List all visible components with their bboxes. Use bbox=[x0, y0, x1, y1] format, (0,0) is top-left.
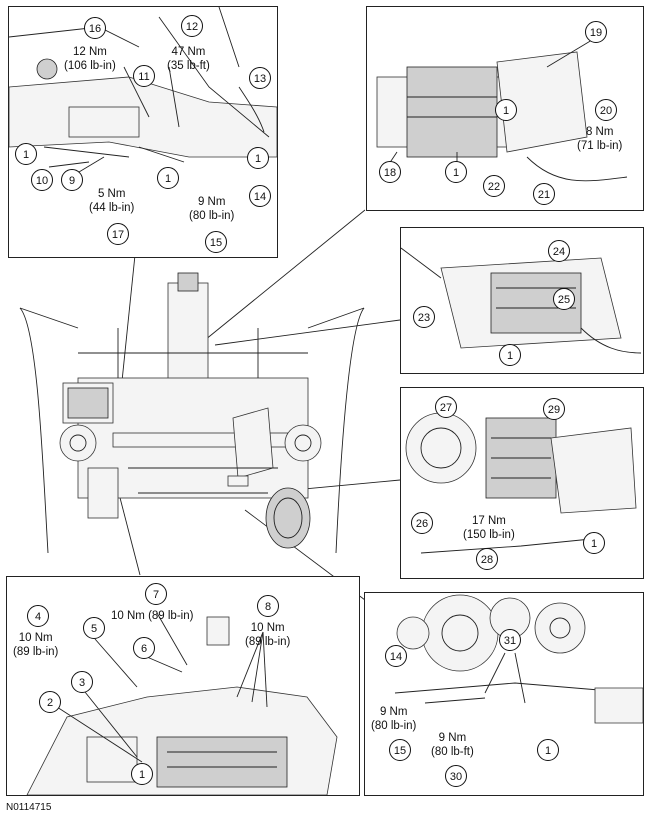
callout-5: 5 bbox=[83, 617, 105, 639]
callout-16: 16 bbox=[84, 17, 106, 39]
torque-spec: 5 Nm (44 lb-in) bbox=[89, 188, 135, 214]
callout-28: 28 bbox=[476, 548, 498, 570]
panel-bottom-left-detail: 4 7 8 5 6 3 2 1 10 Nm (89 lb-in) 10 Nm (… bbox=[6, 576, 360, 796]
callout-15: 15 bbox=[205, 231, 227, 253]
callout-31: 31 bbox=[499, 629, 521, 651]
callout-15: 15 bbox=[389, 739, 411, 761]
panel-top-right-detail: 19 1 20 18 1 22 21 8 Nm (71 lb-in) bbox=[366, 6, 644, 211]
panel-mid-right-detail: 24 25 23 1 bbox=[400, 227, 644, 374]
panel-lower-right-detail: 27 29 26 1 28 17 Nm (150 lb-in) bbox=[400, 387, 644, 579]
callout-1: 1 bbox=[445, 161, 467, 183]
torque-spec: 10 Nm (89 lb-in) bbox=[13, 632, 59, 658]
callout-27: 27 bbox=[435, 396, 457, 418]
torque-spec: 10 Nm (89 lb-in) bbox=[245, 622, 291, 648]
callout-1: 1 bbox=[15, 143, 37, 165]
torque-spec: 9 Nm (80 lb-in) bbox=[189, 196, 235, 222]
callout-1: 1 bbox=[131, 763, 153, 785]
panel-bottom-right-detail: 14 31 15 1 30 9 Nm (80 lb-in) 9 Nm (80 l… bbox=[364, 592, 644, 796]
callout-9: 9 bbox=[61, 169, 83, 191]
callout-30: 30 bbox=[445, 765, 467, 787]
callout-18: 18 bbox=[379, 161, 401, 183]
callout-1: 1 bbox=[537, 739, 559, 761]
callout-11: 11 bbox=[133, 65, 155, 87]
overview-engine-drawing bbox=[18, 268, 366, 558]
callout-14: 14 bbox=[249, 185, 271, 207]
callout-29: 29 bbox=[543, 398, 565, 420]
callout-22: 22 bbox=[483, 175, 505, 197]
callout-14: 14 bbox=[385, 645, 407, 667]
figure-id: N0114715 bbox=[6, 802, 52, 813]
callout-8: 8 bbox=[257, 595, 279, 617]
torque-spec: 17 Nm (150 lb-in) bbox=[463, 515, 515, 541]
callout-13: 13 bbox=[249, 67, 271, 89]
torque-spec: 10 Nm (89 lb-in) bbox=[111, 610, 194, 622]
callout-2: 2 bbox=[39, 691, 61, 713]
callout-19: 19 bbox=[585, 21, 607, 43]
torque-spec: 9 Nm (80 lb-ft) bbox=[431, 732, 474, 758]
callout-20: 20 bbox=[595, 99, 617, 121]
callout-24: 24 bbox=[548, 240, 570, 262]
callout-26: 26 bbox=[411, 512, 433, 534]
callout-3: 3 bbox=[71, 671, 93, 693]
callout-17: 17 bbox=[107, 223, 129, 245]
callout-1: 1 bbox=[157, 167, 179, 189]
callout-12: 12 bbox=[181, 15, 203, 37]
torque-spec: 12 Nm (106 lb-in) bbox=[64, 46, 116, 72]
callout-10: 10 bbox=[31, 169, 53, 191]
callout-7: 7 bbox=[145, 583, 167, 605]
callout-25: 25 bbox=[553, 288, 575, 310]
callout-21: 21 bbox=[533, 183, 555, 205]
callout-1: 1 bbox=[499, 344, 521, 366]
callout-6: 6 bbox=[133, 637, 155, 659]
callout-1: 1 bbox=[495, 99, 517, 121]
torque-spec: 9 Nm (80 lb-in) bbox=[371, 706, 417, 732]
callout-4: 4 bbox=[27, 605, 49, 627]
callout-1: 1 bbox=[583, 532, 605, 554]
torque-spec: 47 Nm (35 lb-ft) bbox=[167, 46, 210, 72]
panel-top-left-detail: 16 12 11 13 1 1 1 10 9 14 17 15 12 Nm (1… bbox=[8, 6, 278, 258]
callout-23: 23 bbox=[413, 306, 435, 328]
torque-spec: 8 Nm (71 lb-in) bbox=[577, 126, 623, 152]
callout-1: 1 bbox=[247, 147, 269, 169]
